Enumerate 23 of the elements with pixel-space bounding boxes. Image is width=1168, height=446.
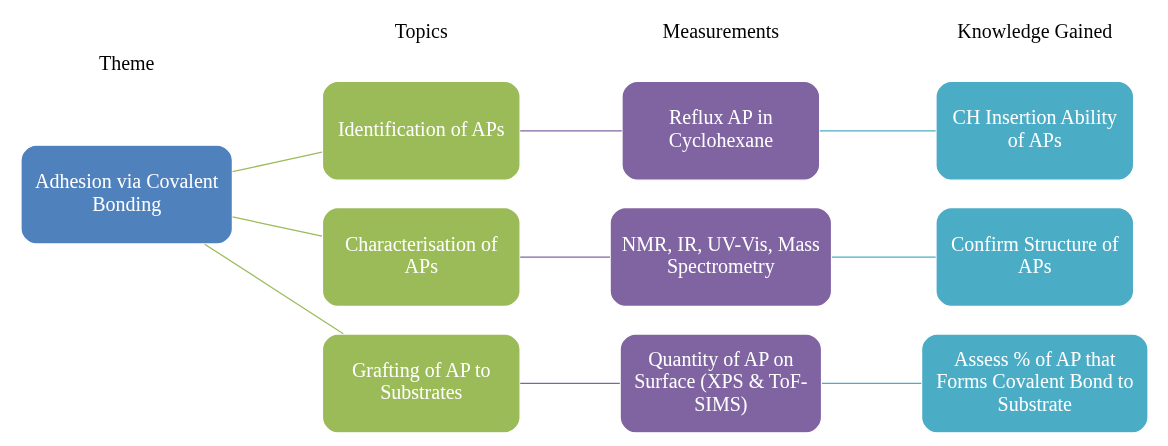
connector — [203, 243, 344, 335]
node-box: Grafting of AP to Substrates — [321, 333, 521, 434]
node-box: CH Insertion Ability of APs — [934, 80, 1134, 181]
label: Theme — [98, 52, 154, 75]
connector — [231, 216, 323, 237]
connector — [830, 256, 936, 258]
connector — [519, 256, 611, 258]
connector — [231, 151, 323, 173]
node-box: Identification of APs — [321, 80, 521, 181]
connector — [818, 130, 936, 132]
label: Topics — [394, 19, 448, 42]
node-box: Adhesion via Covalent Bonding — [19, 144, 233, 245]
connector — [519, 382, 620, 385]
node-box: Reflux AP in Cyclohexane — [620, 80, 820, 181]
node-box: Quantity of AP on Surface (XPS & ToF-SIMS) — [619, 333, 822, 434]
connector — [820, 382, 922, 385]
node-box: Assess % of AP that Forms Covalent Bond to Substrate — [920, 333, 1149, 434]
label: Knowledge Gained — [956, 19, 1112, 42]
node-box: Characterisation of APs — [321, 207, 521, 308]
node-box: Confirm Structure of APs — [934, 207, 1134, 308]
connector — [519, 130, 622, 132]
node-box: NMR, IR, UV-Vis, Mass Spectrometry — [609, 207, 832, 308]
label: Measurements — [662, 19, 779, 42]
